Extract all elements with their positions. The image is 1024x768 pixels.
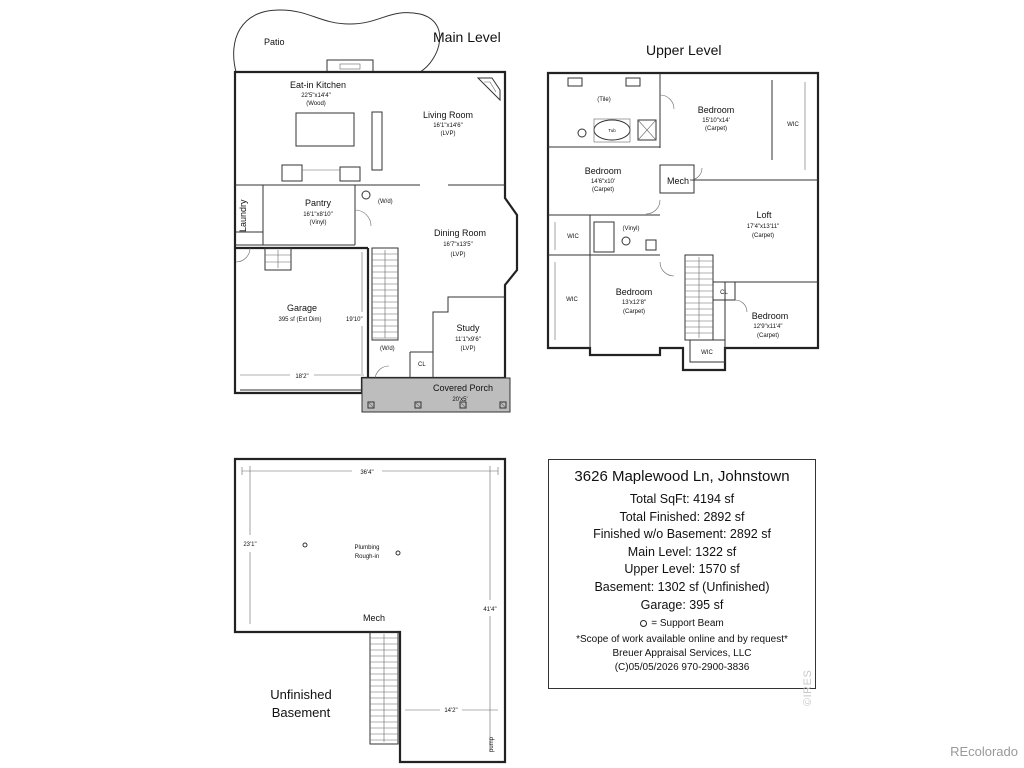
basement-title-line-2: Basement [272, 705, 331, 720]
bed3-floor: (Carpet) [623, 309, 645, 315]
support-beam-icon [640, 620, 648, 628]
support-beam-2 [395, 550, 401, 556]
basement-plan [233, 457, 507, 764]
wic1-label: WIC [787, 122, 799, 128]
pantry-floor: (Vinyl) [310, 220, 327, 226]
basement-stairs [369, 631, 399, 745]
main-level-title: Main Level [433, 29, 501, 45]
plumbing-label-1: Plumbing [354, 545, 379, 551]
kitchen-name: Eat-in Kitchen [290, 80, 346, 90]
pantry-name: Pantry [305, 198, 332, 208]
support-beam-legend-text: = Support Beam [651, 618, 724, 630]
study-dims: 11'1"x9'6" [455, 337, 481, 343]
tub-label: Tub [608, 128, 616, 133]
pantry-dims: 16'1"x8'10" [303, 212, 333, 218]
kitchen-island [295, 112, 355, 147]
bed2-floor: (Carpet) [592, 187, 614, 193]
bed1-floor: (Carpet) [705, 126, 727, 132]
living-name: Living Room [423, 110, 473, 120]
basement-pump-label: pump [489, 736, 495, 752]
wd-lower-label: (W/d) [380, 346, 395, 352]
fireplace [326, 59, 374, 73]
bed1-dims: 15'10"x14' [702, 118, 729, 124]
upper-bath2-floor: (Vinyl) [623, 226, 640, 232]
bed2-dims: 14'6"x10' [591, 179, 615, 185]
porch-dims: 20'x5' [452, 397, 467, 403]
upper-level-plan [546, 71, 820, 372]
garage-dims: 395 sf (Ext Dim) [278, 317, 321, 323]
support-beam-legend: = Support Beam [549, 618, 815, 629]
ires-watermark: ©IRES [802, 669, 814, 706]
study-floor: (LVP) [461, 346, 476, 352]
wic4-label: WIC [701, 350, 713, 356]
kitchen-dims: 22'5"x14'4" [301, 93, 331, 99]
basement-bottom-dim: 14'2" [444, 708, 457, 714]
basement-right-dim: 41'4" [483, 607, 496, 613]
main-stairs [371, 247, 399, 341]
bed3-name: Bedroom [616, 287, 653, 297]
basement-outer-wall [233, 457, 507, 764]
dining-floor: (LVP) [451, 252, 466, 258]
copyright-contact: (C)05/05/2026 970-2900-3836 [614, 662, 750, 674]
living-dims: 16'1"x14'6" [433, 123, 463, 129]
info-upper-level: Upper Level: 1570 sf [624, 562, 740, 577]
info-main-level: Main Level: 1322 sf [627, 544, 737, 559]
loft-name: Loft [756, 210, 772, 220]
porch-name: Covered Porch [433, 383, 493, 393]
garage-width: 18'2" [295, 374, 308, 380]
living-floor: (LVP) [441, 131, 456, 137]
basement-title-line-1: Unfinished [270, 687, 331, 702]
basement-left-dim: 23'1" [243, 542, 256, 548]
patio-outline [233, 9, 441, 73]
support-beam-1 [302, 542, 308, 548]
bed2-name: Bedroom [585, 166, 622, 176]
loft-floor: (Carpet) [752, 233, 774, 239]
upper-bath-floor: (Tile) [597, 97, 610, 103]
bed1-name: Bedroom [698, 105, 735, 115]
recolorado-watermark: REcolorado [950, 744, 1018, 759]
info-total-sqft: Total SqFt: 4194 sf [629, 492, 735, 506]
upper-level-title: Upper Level [646, 42, 722, 58]
upper-stairs [684, 254, 714, 341]
garage-entry-steps [264, 247, 292, 271]
property-info-box: 3626 Maplewood Ln, Johnstown Total SqFt:… [548, 459, 816, 689]
garage-name: Garage [287, 303, 317, 313]
wic3-label: WIC [566, 297, 578, 303]
basement-top-dim: 36'4" [360, 470, 373, 476]
patio-label: Patio [264, 37, 285, 47]
main-closet-label: CL [418, 362, 426, 368]
study-name: Study [456, 323, 480, 333]
garage-depth: 19'10" [346, 317, 363, 323]
info-basement: Basement: 1302 sf (Unfinished) [594, 579, 770, 594]
upper-mech-label: Mech [667, 176, 689, 186]
info-total-finished: Total Finished: 2892 sf [619, 509, 745, 524]
covered-porch [362, 378, 510, 412]
info-finished-wo-basement: Finished w/o Basement: 2892 sf [593, 527, 771, 542]
wic2-label: WIC [567, 234, 579, 240]
main-level-plan [233, 9, 519, 413]
wd-upper-label: (W/d) [378, 199, 393, 205]
basement-mech-label: Mech [363, 613, 385, 623]
loft-dims: 17'4"x13'11" [747, 224, 779, 230]
company-name: Breuer Appraisal Services, LLC [612, 648, 752, 660]
dining-name: Dining Room [434, 228, 486, 238]
main-outer-wall [233, 70, 519, 395]
kitchen-floor: (Wood) [306, 101, 326, 107]
property-address: 3626 Maplewood Ln, Johnstown [574, 468, 790, 485]
bed4-floor: (Carpet) [757, 333, 779, 339]
bed3-dims: 13'x12'8" [622, 300, 646, 306]
scope-note: *Scope of work available online and by r… [576, 634, 788, 646]
dining-dims: 16'7"x13'5" [443, 242, 473, 248]
info-garage: Garage: 395 sf [640, 597, 724, 612]
upper-closet-label: CL [720, 290, 728, 296]
plumbing-label-2: Rough-in [355, 554, 379, 560]
laundry-label: Laundry [238, 199, 248, 232]
bed4-dims: 12'9"x11'4" [753, 324, 782, 330]
bed4-name: Bedroom [752, 311, 789, 321]
